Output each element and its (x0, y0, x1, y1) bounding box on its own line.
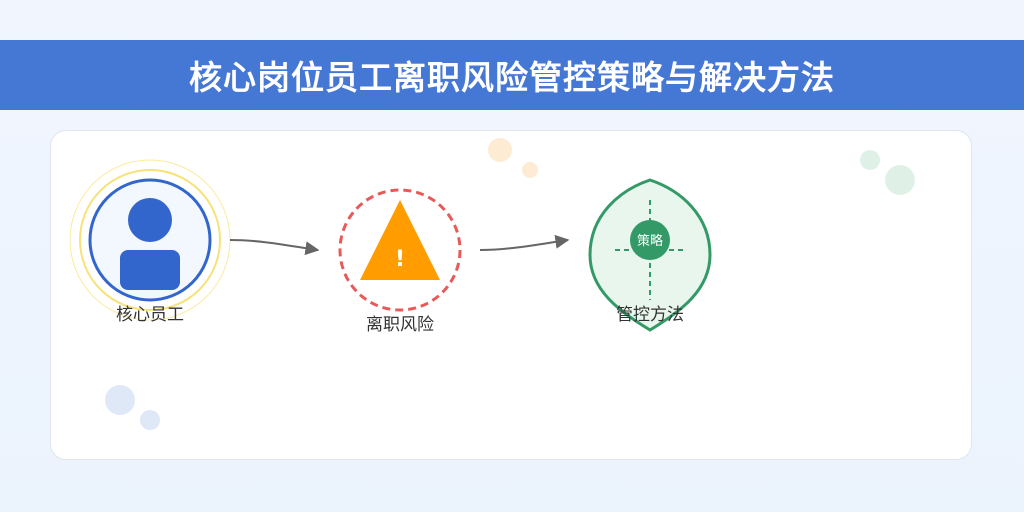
warning-icon (360, 200, 440, 280)
header-banner: 核心岗位员工离职风险管控策略与解决方法 (0, 40, 1024, 110)
person-icon-head (128, 198, 172, 242)
control-label: 管控方法 (616, 305, 684, 325)
bubble-orange-small (522, 162, 538, 178)
arrow-risk-to-control (479, 234, 570, 251)
bubble-orange-large (488, 138, 512, 162)
arrow-employee-to-risk (229, 239, 320, 256)
employee-node: 核心员工 (69, 159, 231, 325)
risk-label: 离职风险 (366, 315, 434, 335)
diagram-card (50, 130, 972, 460)
risk-node: ! 离职风险 (338, 188, 462, 335)
warning-exclamation: ! (395, 247, 405, 272)
page-title: 核心岗位员工离职风险管控策略与解决方法 (189, 58, 835, 97)
bubble-blue-small (140, 410, 160, 430)
bubble-green-large (885, 165, 915, 195)
decorative-bubbles (105, 138, 915, 430)
strategy-badge-label: 策略 (637, 233, 663, 249)
control-node: 策略 管控方法 (588, 178, 712, 332)
person-icon-body (120, 250, 180, 290)
employee-glow-inner (79, 169, 221, 311)
bubble-green-small (860, 150, 880, 170)
employee-label: 核心员工 (116, 305, 184, 325)
strategy-badge (630, 220, 670, 260)
bubble-blue-large (105, 385, 135, 415)
